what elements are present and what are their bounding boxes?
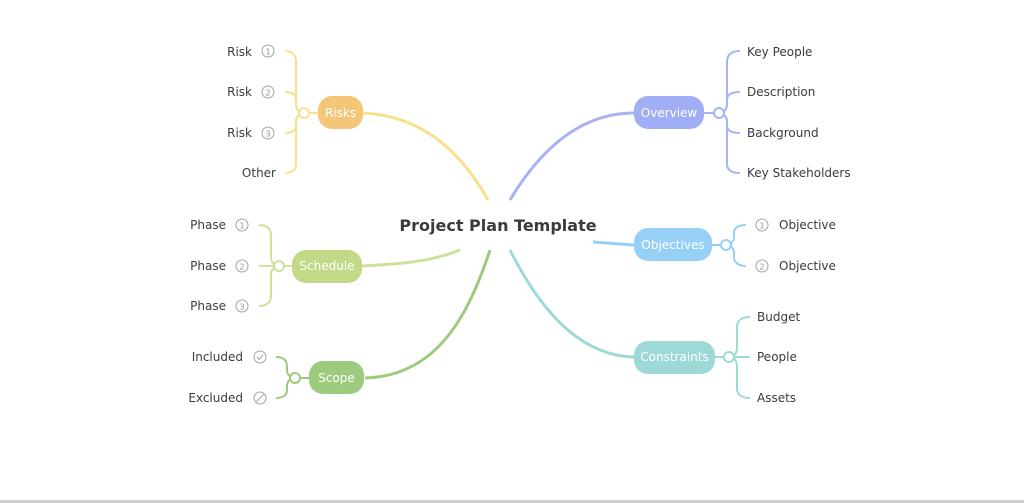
overview-subtopic[interactable]: Description	[747, 85, 815, 99]
topic-schedule[interactable]: Schedule	[292, 250, 362, 283]
topic-objectives[interactable]: Objectives	[634, 228, 712, 261]
marker-number: 1	[265, 48, 270, 57]
scope-bracket	[275, 356, 309, 399]
topic-schedule-label: Schedule	[299, 259, 354, 273]
subtopic-label: Risk	[227, 85, 252, 99]
topic-scope[interactable]: Scope	[309, 361, 364, 394]
marker-number: 2	[265, 89, 270, 98]
scope-subtopic[interactable]: Included	[192, 350, 267, 364]
subtopic-label: Phase	[190, 259, 226, 273]
marker-number: 1	[759, 222, 764, 231]
scope-connector	[364, 249, 492, 380]
subtopic-label: Description	[747, 85, 815, 99]
number-2-marker-icon	[755, 259, 769, 273]
number-1-marker-icon	[235, 218, 249, 232]
schedule-subtopic[interactable]: Phase 3	[190, 299, 249, 313]
schedule-bracket	[258, 224, 292, 307]
constraints-subtopic[interactable]: Budget	[757, 310, 800, 324]
topic-constraints-label: Constraints	[640, 350, 708, 364]
subtopic-label: Objective	[779, 218, 836, 232]
number-2-marker-icon	[235, 259, 249, 273]
overview-bracket	[704, 50, 741, 174]
subtopic-label: Included	[192, 350, 243, 364]
number-3-marker-icon	[261, 126, 275, 140]
constraints-connector	[508, 249, 635, 359]
marker-number: 2	[759, 263, 764, 272]
subtopic-label: Phase	[190, 299, 226, 313]
subtopic-label: Risk	[227, 45, 252, 59]
objectives-connector	[592, 240, 635, 247]
prohibited-icon	[253, 391, 267, 405]
subtopic-label: Key People	[747, 45, 812, 59]
risks-connector	[361, 111, 490, 201]
marker-number: 3	[239, 303, 244, 312]
objectives-subtopic[interactable]: 2 Objective	[755, 259, 836, 273]
marker-number: 2	[239, 263, 244, 272]
subtopic-label: People	[757, 350, 797, 364]
number-1-marker-icon	[261, 44, 275, 58]
number-2-marker-icon	[261, 85, 275, 99]
schedule-subtopic[interactable]: Phase 2	[190, 259, 249, 273]
objectives-subtopic[interactable]: 1 Objective	[755, 218, 836, 232]
marker-number: 1	[239, 222, 244, 231]
topic-risks-label: Risks	[325, 106, 356, 120]
check-circle-icon	[253, 350, 267, 364]
risks-subtopic[interactable]: Other	[242, 166, 276, 180]
topic-objectives-label: Objectives	[641, 238, 704, 252]
subtopic-label: Objective	[779, 259, 836, 273]
schedule-subtopic[interactable]: Phase 1	[190, 218, 249, 232]
overview-subtopic[interactable]: Key People	[747, 45, 812, 59]
topic-overview-label: Overview	[641, 106, 698, 120]
topic-risks[interactable]: Risks	[318, 96, 363, 129]
subtopic-label: Risk	[227, 126, 252, 140]
number-1-marker-icon	[755, 218, 769, 232]
subtopic-label: Assets	[757, 391, 796, 405]
subtopic-label: Budget	[757, 310, 800, 324]
objectives-bracket	[712, 224, 747, 267]
topic-overview[interactable]: Overview	[634, 96, 704, 129]
risks-bracket	[284, 50, 318, 174]
scope-subtopic[interactable]: Excluded	[188, 391, 267, 405]
topic-scope-label: Scope	[318, 371, 355, 385]
risks-subtopic[interactable]: Risk 3	[227, 126, 275, 140]
overview-subtopic[interactable]: Key Stakeholders	[747, 166, 851, 180]
schedule-connector	[361, 248, 461, 268]
risks-subtopic[interactable]: Risk 2	[227, 85, 275, 99]
number-3-marker-icon	[235, 299, 249, 313]
topic-constraints[interactable]: Constraints	[634, 341, 715, 374]
marker-number: 3	[265, 130, 270, 139]
constraints-subtopic[interactable]: People	[757, 350, 797, 364]
constraints-bracket	[715, 316, 751, 399]
overview-subtopic[interactable]: Background	[747, 126, 819, 140]
central-topic[interactable]: Project Plan Template	[399, 216, 596, 235]
subtopic-label: Background	[747, 126, 819, 140]
overview-connector	[508, 111, 635, 201]
bottom-divider	[0, 500, 1024, 503]
subtopic-label: Key Stakeholders	[747, 166, 851, 180]
subtopic-label: Other	[242, 166, 276, 180]
risks-subtopic[interactable]: Risk 1	[227, 44, 275, 59]
subtopic-label: Excluded	[188, 391, 243, 405]
subtopic-label: Phase	[190, 218, 226, 232]
constraints-subtopic[interactable]: Assets	[757, 391, 796, 405]
